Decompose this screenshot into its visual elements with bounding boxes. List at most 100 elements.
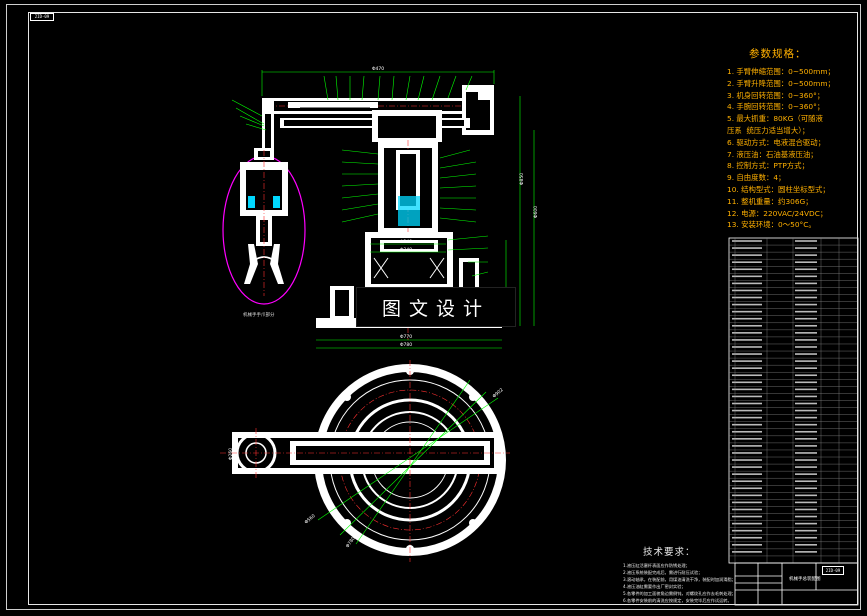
dim-base-width: Φ770 xyxy=(400,334,412,340)
parts-list-cell-mark xyxy=(732,522,762,525)
spec-item: 13. 安装环境：0～50°C。 xyxy=(727,220,816,230)
front-view-dimensions xyxy=(231,70,535,349)
drawing-frame-outer xyxy=(6,4,861,610)
parts-list-cell-mark xyxy=(795,501,817,504)
parts-list-cell-mark xyxy=(795,494,817,497)
parts-list-cell-mark xyxy=(795,438,817,440)
parts-list-cell-mark xyxy=(732,416,762,419)
parts-list-cell-mark xyxy=(795,240,817,242)
parts-list-cell-mark xyxy=(795,473,817,475)
parts-list-cell-mark xyxy=(732,353,762,355)
parts-list-cell-mark xyxy=(795,310,817,313)
parts-list-cell-mark xyxy=(795,536,817,539)
dim-height-right2: Φ600 xyxy=(533,206,539,218)
requirement-line: 4.液压油缸需要作出厂密封实验； xyxy=(623,584,686,589)
spec-item: 2. 手臂升降范围：0~500mm； xyxy=(727,78,835,88)
parts-list-cell-mark xyxy=(795,268,817,271)
spec-item: 12. 电源：220VAC/24VDC； xyxy=(727,208,828,218)
parts-list-cell-mark xyxy=(732,374,762,377)
parts-list-cell-mark xyxy=(732,494,762,497)
technical-requirements: 技术要求： 1.液压缸活塞杆表面应作防锈处理； 2.液压系统装配完成后，需进行耐… xyxy=(623,544,736,604)
requirement-line: 3.滚动轴承，在装配前，用煤油清洗干净，装配时加润滑脂； xyxy=(623,577,736,582)
parts-list-cell-mark xyxy=(795,409,817,412)
parts-list-cell-mark xyxy=(795,529,817,532)
spec-item: 6. 驱动方式：电液混合驱动； xyxy=(727,137,826,147)
parts-list-cell-mark xyxy=(732,332,762,334)
dim-base-width2: Φ780 xyxy=(400,342,412,348)
parts-list-cell-mark xyxy=(732,240,762,242)
requirement-line: 2.液压系统装配完成后，需进行耐压试验； xyxy=(623,570,703,575)
parts-list-cell-mark xyxy=(732,402,762,405)
parts-list-cell-mark xyxy=(732,381,762,384)
drawing-number-tag: 2ID-09 xyxy=(30,13,54,21)
parts-list-cell-mark xyxy=(732,303,762,306)
parts-list-cell-mark xyxy=(732,346,762,348)
parts-list-cell-mark xyxy=(795,459,817,461)
parts-list-cell-mark xyxy=(795,317,817,320)
parts-list-cell-mark xyxy=(795,261,817,263)
front-view-dim-labels: Φ470 Φ850 Φ600 Φ240 Φ340 Φ770 Φ780 xyxy=(372,66,539,348)
parts-list-cell-mark xyxy=(795,395,817,398)
parts-list-cell-mark xyxy=(732,445,762,447)
parts-list-cell-mark xyxy=(795,381,817,384)
parts-list-cell-mark xyxy=(732,247,762,249)
parts-list xyxy=(728,237,859,564)
spec-item: 压系 统压力适当增大）； xyxy=(727,125,810,135)
parts-list-cell-mark xyxy=(795,296,817,299)
parts-list-cell-mark xyxy=(732,466,762,468)
parts-list-cell-mark xyxy=(795,416,817,419)
parts-list-cell-mark xyxy=(795,515,817,518)
requirement-line: 5.各零件的加工面棱角边需倒钝，对螺纹孔应作去毛刺处理； xyxy=(623,591,736,596)
parts-list-cell-mark xyxy=(795,247,817,249)
title-block xyxy=(734,562,859,606)
parts-list-cell-mark xyxy=(795,324,817,327)
parts-list-cell-mark xyxy=(732,261,762,263)
parts-list-cell-mark xyxy=(795,452,817,454)
spec-item: 4. 手腕回转范围：0~360°； xyxy=(727,102,825,112)
dim-inner-dia2: Φ340 xyxy=(400,247,412,253)
parts-list-cell-mark xyxy=(732,536,762,539)
parts-list-cell-mark xyxy=(732,501,762,504)
parts-list-cell-mark xyxy=(795,402,817,405)
specifications-list: 1. 手臂伸缩范围：0~500mm； 2. 手臂升降范围：0~500mm； 3.… xyxy=(727,66,862,231)
parts-list-cell-mark xyxy=(732,254,762,256)
dim-top-width: Φ470 xyxy=(372,66,384,72)
parts-list-cell-mark xyxy=(795,430,817,433)
parts-list-cell-mark xyxy=(795,360,817,362)
parts-list-cell-mark xyxy=(732,296,762,299)
parts-list-cell-mark xyxy=(795,508,817,511)
parts-list-cell-mark xyxy=(732,367,762,369)
dim-plan-dia4: Φ780 xyxy=(345,536,357,549)
parts-list-cell-mark xyxy=(732,388,762,391)
spec-item: 1. 手臂伸缩范围：0~500mm； xyxy=(727,67,835,76)
parts-list-cell-mark xyxy=(732,487,762,490)
drawing-frame-inner xyxy=(28,12,858,605)
parts-list-cell-mark xyxy=(732,515,762,518)
title-block-code: 2ID-09 xyxy=(822,566,844,575)
parts-list-cell-mark xyxy=(795,275,817,278)
parts-list-cell-mark xyxy=(732,289,762,292)
parts-list-cell-mark xyxy=(732,480,762,483)
parts-list-cell-mark xyxy=(795,522,817,525)
parts-list-cell-mark xyxy=(732,423,762,426)
dim-plan-dia3: Φ260 xyxy=(228,448,234,460)
parts-list-cell-mark xyxy=(732,409,762,412)
dim-inner-dia1: Φ240 xyxy=(400,239,412,245)
parts-list-cell-mark xyxy=(795,303,817,306)
parts-list-cell-mark xyxy=(795,332,817,334)
parts-list-cell-mark xyxy=(795,487,817,490)
spec-item: 9. 自由度数：4； xyxy=(727,173,786,183)
parts-list-cell-mark xyxy=(732,282,762,285)
parts-list-cell-mark xyxy=(795,339,817,341)
parts-list-cell-mark xyxy=(732,395,762,398)
parts-list-cell-mark xyxy=(732,529,762,532)
title-block-name: 机械手总装配图 xyxy=(789,577,821,582)
specifications-title: 参数规格： xyxy=(749,48,807,60)
parts-list-cell-mark xyxy=(732,310,762,313)
parts-list-cell-mark xyxy=(732,508,762,511)
parts-list-cell-mark xyxy=(795,445,817,447)
parts-list-cell-mark xyxy=(795,346,817,348)
spec-item: 8. 控制方式：PTP方式； xyxy=(727,161,809,171)
spec-item: 11. 整机重量：约306G； xyxy=(727,196,813,206)
